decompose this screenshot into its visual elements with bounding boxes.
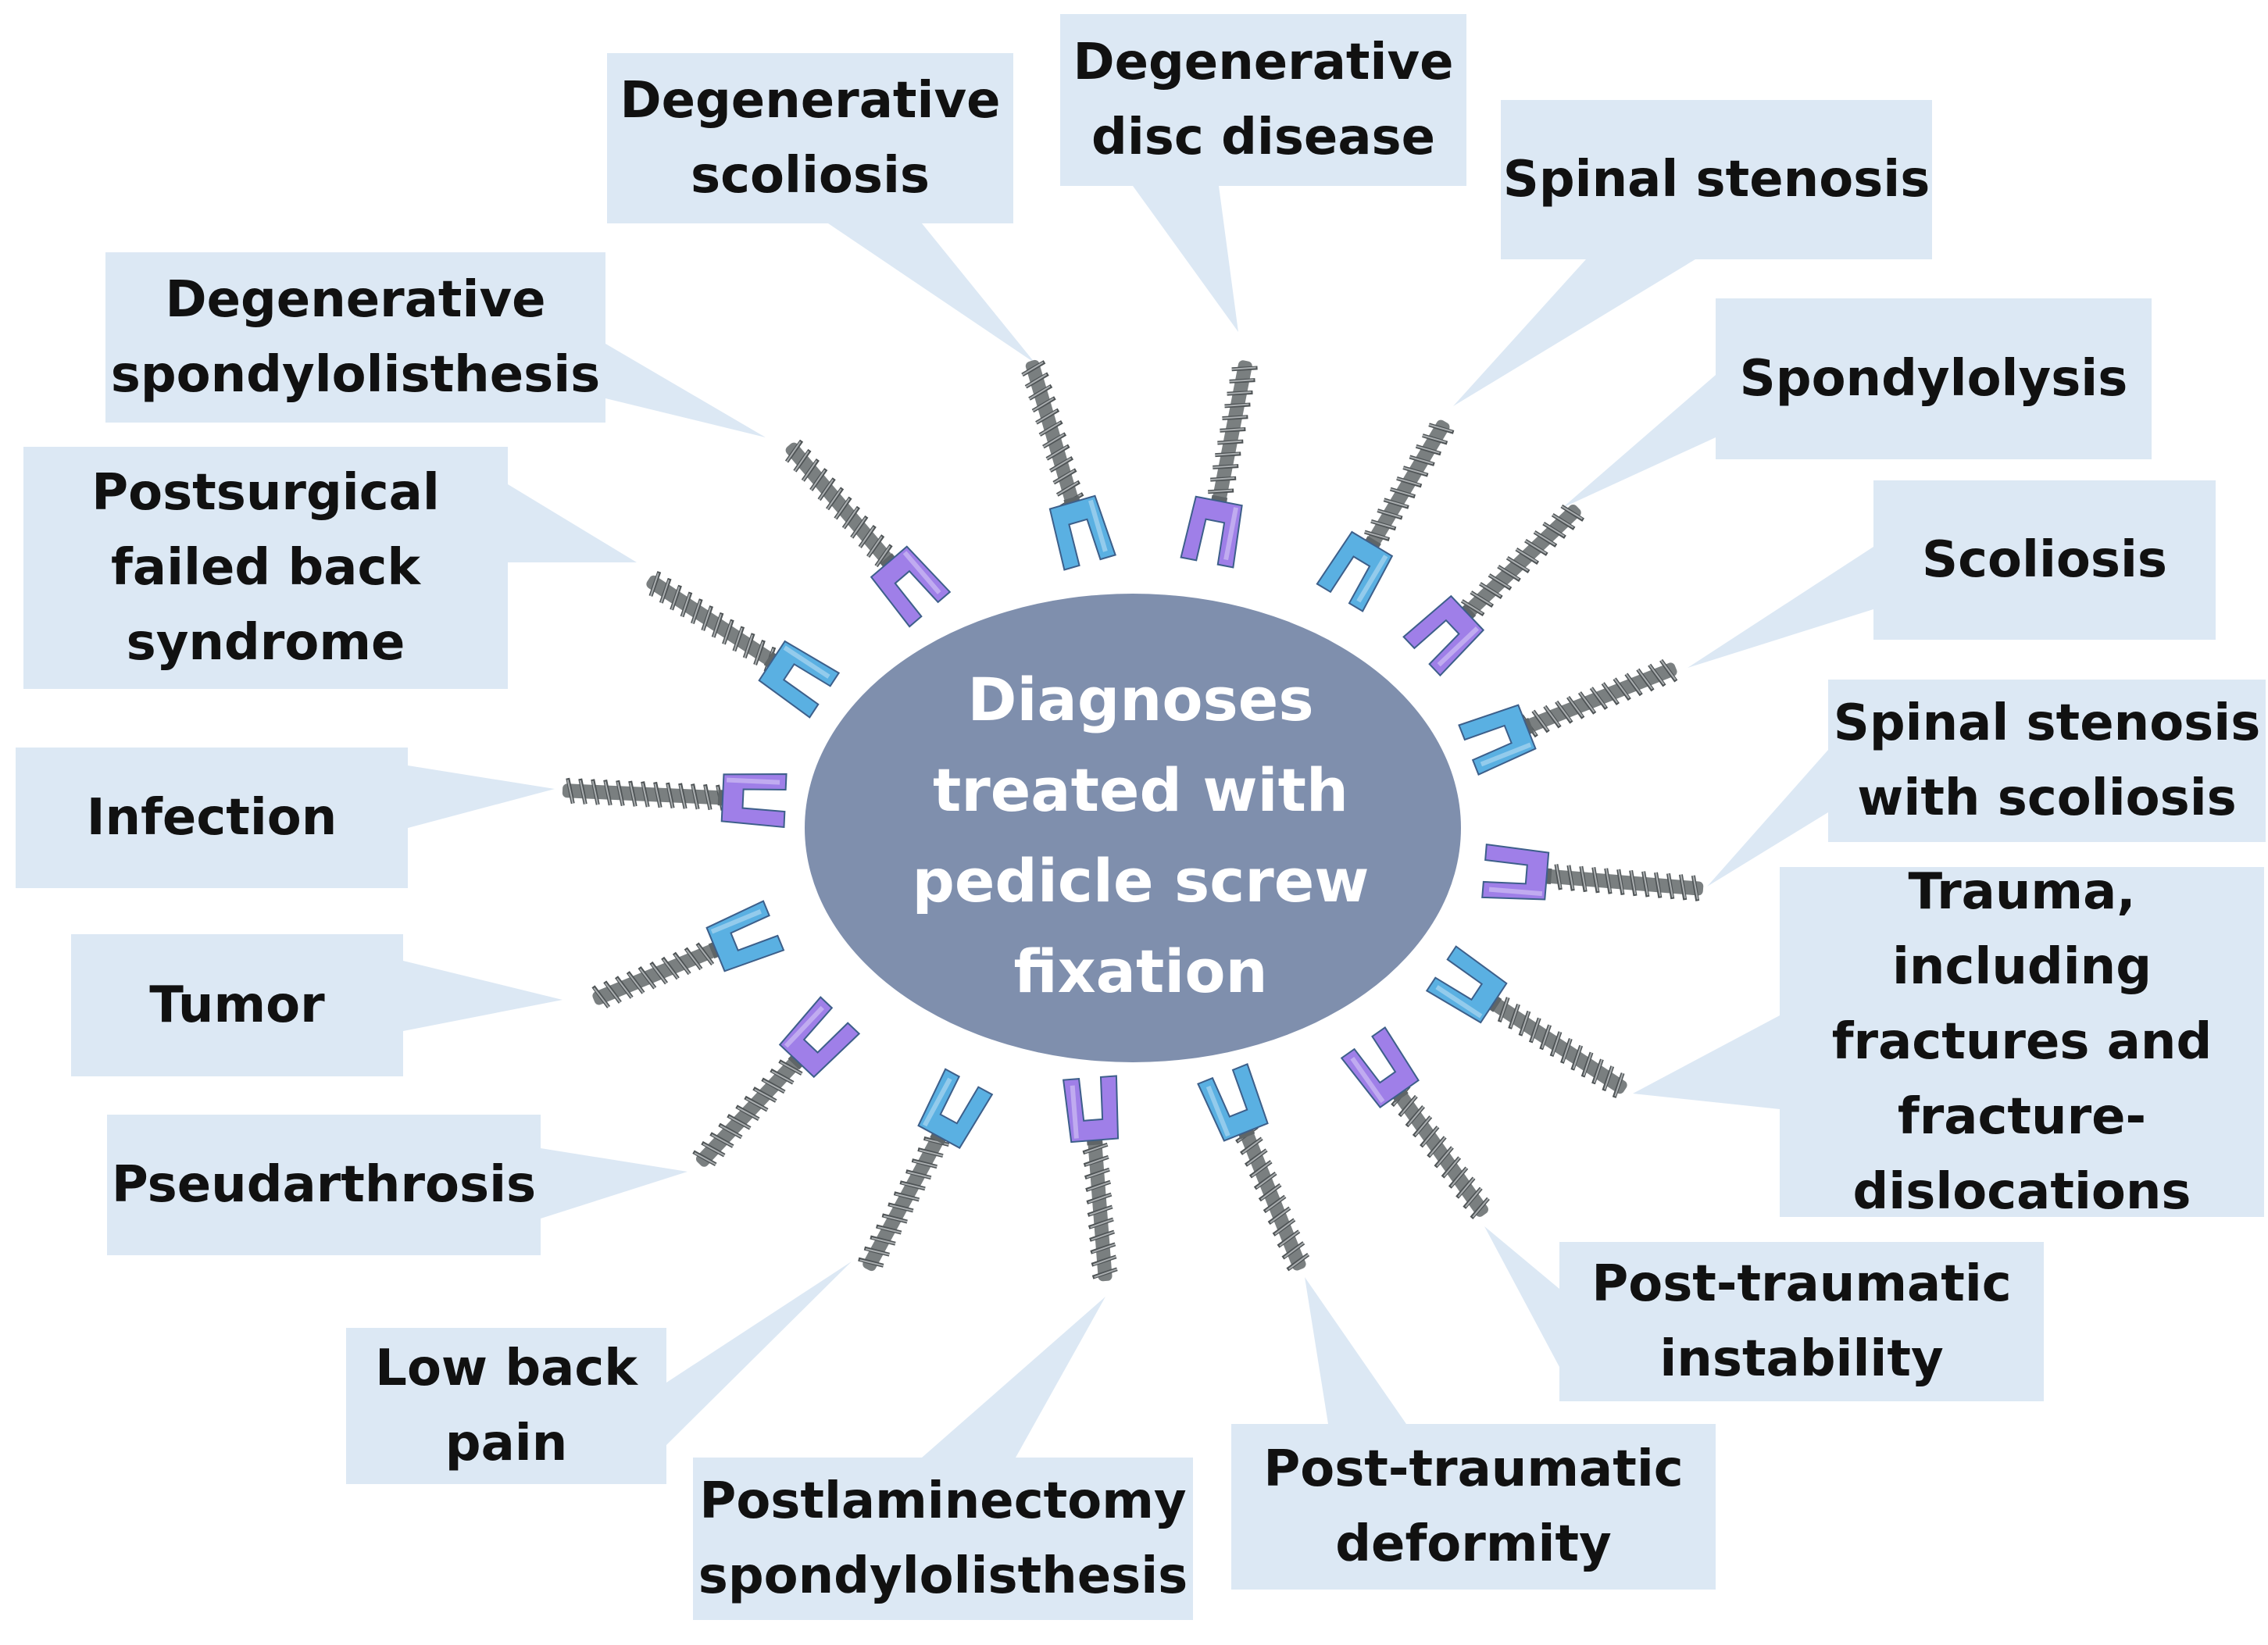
callout-box-tumor [71, 934, 403, 1076]
callout-pointer-degenerative-scoliosis [828, 223, 1035, 363]
callout-pointer-degenerative-disc-disease [1133, 186, 1238, 332]
diagnosis-label-degenerative-scoliosis: Degenerative scoliosis [620, 72, 1001, 205]
pedicle-screw-spinal-stenosis-with-scoliosis [1481, 843, 1704, 901]
callout-pointer-pseudarthrosis [541, 1148, 688, 1219]
pedicle-screw-post-traumatic-instability [1340, 1026, 1490, 1219]
callout-pointer-tumor [403, 961, 563, 1031]
callout-box-spinal-stenosis-with-scoliosis [1828, 680, 2266, 842]
diagnosis-label-spinal-stenosis: Spinal stenosis [1502, 151, 1930, 209]
pedicle-screw-postlaminectomy-spondylolisthesis [1062, 1075, 1120, 1282]
callout-pointer-spondylolysis [1563, 375, 1716, 508]
callout-box-spinal-stenosis [1501, 100, 1932, 259]
callout-pointer-degenerative-spondylolisthesis [605, 344, 766, 437]
callout-box-post-traumatic-instability [1559, 1242, 2044, 1401]
callout-pointer-infection [408, 765, 555, 828]
pedicle-screw-degenerative-spondylolisthesis [784, 439, 952, 628]
pedicle-screw-postsurgical-failed-back-syndrome [646, 571, 841, 719]
callout-box-pseudarthrosis [107, 1115, 541, 1255]
pedicle-screw-pseudarthrosis [692, 996, 861, 1167]
pedicle-screw-post-traumatic-deformity [1197, 1063, 1310, 1272]
callout-box-scoliosis [1873, 480, 2216, 640]
diagnosis-label-degenerative-spondylolisthesis: Degenerative spondylolisthesis [110, 271, 601, 404]
diagnosis-label-post-traumatic-deformity: Post-traumatic deformity [1263, 1440, 1684, 1573]
pedicle-screw-low-back-pain [858, 1068, 994, 1272]
callout-box-postsurgical-failed-back-syndrome [23, 447, 508, 689]
pedicle-screw-spinal-stenosis [1316, 419, 1455, 612]
callout-box-degenerative-scoliosis [607, 53, 1013, 223]
pedicle-screw-infection [562, 773, 788, 829]
callout-pointer-post-traumatic-instability [1484, 1226, 1559, 1367]
diagnosis-label-scoliosis: Scoliosis [1922, 531, 2167, 589]
diagnosis-label-degenerative-disc-disease: Degenerative disc disease [1073, 34, 1454, 166]
callout-pointer-postsurgical-failed-back-syndrome [508, 484, 637, 562]
pedicle-screw-tumor [591, 900, 785, 1008]
callout-pointer-postlaminectomy-spondylolisthesis [922, 1297, 1105, 1458]
callout-box-degenerative-spondylolisthesis [105, 252, 605, 423]
pedicle-screw-trauma [1425, 945, 1627, 1098]
callout-box-postlaminectomy-spondylolisthesis [693, 1458, 1193, 1620]
diagnosis-label-infection: Infection [86, 789, 338, 847]
callout-pointer-low-back-pain [666, 1261, 852, 1445]
diagnosis-label-post-traumatic-instability: Post-traumatic instability [1591, 1255, 2012, 1388]
diagnosis-label-spondylolysis: Spondylolysis [1739, 350, 2128, 408]
diagnosis-label-tumor: Tumor [149, 976, 325, 1034]
callout-box-infection [16, 748, 408, 888]
callout-box-trauma [1780, 867, 2264, 1217]
callout-box-post-traumatic-deformity [1231, 1424, 1716, 1590]
pedicle-screw-degenerative-disc-disease [1180, 360, 1258, 569]
diagnosis-label-low-back-pain: Low back pain [375, 1340, 638, 1472]
diagnosis-label-postsurgical-failed-back-syndrome: Postsurgical failed back syndrome [91, 464, 440, 672]
center-ellipse [805, 594, 1461, 1062]
callout-pointer-spinal-stenosis-with-scoliosis [1707, 750, 1828, 887]
screw-layer [562, 359, 1704, 1282]
callout-box-spondylolysis [1716, 298, 2152, 459]
callout-box-low-back-pain [346, 1328, 666, 1484]
pedicle-screw-scoliosis [1458, 658, 1678, 776]
callout-pointer-scoliosis [1688, 547, 1873, 668]
pedicle-screw-spondylolysis [1402, 504, 1585, 677]
callout-pointer-post-traumatic-deformity [1305, 1277, 1406, 1424]
diagnosis-label-spinal-stenosis-with-scoliosis: Spinal stenosis with scoliosis [1833, 694, 2261, 827]
callout-pointer-trauma [1633, 1015, 1780, 1109]
callout-pointer-spinal-stenosis [1453, 259, 1695, 406]
pedicle-screw-degenerative-scoliosis [1021, 359, 1116, 571]
center-label: Diagnoses treated with pedicle screw fix… [912, 665, 1370, 1006]
diagnosis-label-postlaminectomy-spondylolisthesis: Postlaminectomy spondylolisthesis [698, 1472, 1188, 1605]
diagnosis-label-pseudarthrosis: Pseudarthrosis [111, 1156, 537, 1214]
diagnosis-label-trauma: Trauma, including fractures and fracture… [1831, 863, 2213, 1221]
callout-layer [16, 14, 2266, 1620]
callout-box-degenerative-disc-disease [1060, 14, 1466, 186]
